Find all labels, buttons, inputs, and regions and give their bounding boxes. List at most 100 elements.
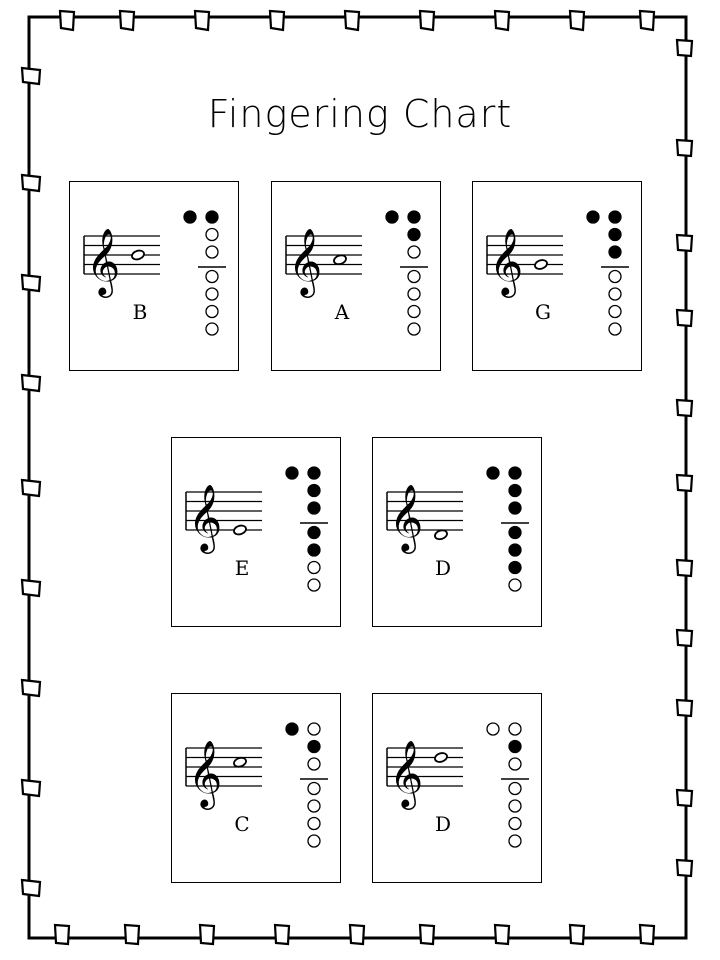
finger-hole (407, 322, 421, 336)
border-mark (20, 478, 42, 498)
finger-hole (508, 781, 522, 796)
border-mark (493, 9, 511, 32)
border-mark (273, 923, 291, 946)
fingering-holes (486, 466, 522, 592)
finger-hole (407, 304, 421, 319)
fingering-card-high-c: 𝄞 C (171, 693, 341, 883)
finger-hole (407, 269, 421, 284)
finger-hole (307, 722, 321, 736)
finger-hole (307, 466, 321, 480)
border-mark (675, 858, 694, 878)
fingering-holes (285, 722, 321, 848)
finger-hole (307, 525, 321, 540)
finger-hole (508, 483, 522, 498)
finger-hole (307, 578, 321, 592)
fingering-card-high-d: 𝄞 D (372, 693, 542, 883)
treble-clef-icon: 𝄞 (489, 227, 523, 298)
border-mark (53, 923, 71, 946)
finger-hole (205, 245, 219, 259)
finger-hole (205, 269, 219, 284)
finger-hole (205, 287, 219, 301)
border-mark (198, 923, 216, 946)
thumb-hole (486, 466, 500, 480)
finger-hole (307, 560, 321, 575)
finger-hole (608, 210, 622, 224)
finger-hole (508, 501, 522, 515)
finger-hole (407, 287, 421, 301)
border-mark (418, 9, 436, 32)
border-mark (20, 373, 42, 393)
staff (84, 235, 160, 275)
finger-hole (508, 543, 522, 557)
finger-hole (307, 781, 321, 796)
border-mark (58, 9, 76, 32)
finger-hole (508, 466, 522, 480)
whole-note (233, 756, 247, 768)
border-mark (675, 698, 694, 718)
border-mark (675, 38, 694, 58)
fingering-diagram: 𝄞 (185, 466, 328, 592)
finger-hole (508, 525, 522, 540)
fingering-card-a: 𝄞 A (271, 181, 441, 371)
border-mark (675, 138, 694, 158)
finger-hole (307, 799, 321, 813)
border-mark (123, 923, 141, 946)
whole-note (434, 752, 448, 763)
border-mark (675, 308, 694, 328)
fingering-holes (385, 210, 421, 336)
finger-hole (608, 227, 622, 242)
border-mark (418, 923, 436, 946)
border-mark (638, 9, 656, 32)
staff (387, 747, 463, 787)
finger-hole (407, 227, 421, 242)
thumb-hole (285, 466, 299, 480)
finger-hole (205, 227, 219, 242)
finger-hole (307, 757, 321, 771)
staff (186, 491, 262, 531)
thumb-hole (385, 210, 399, 224)
border-mark (193, 9, 211, 32)
thumb-hole (486, 722, 500, 736)
fingering-diagram: 𝄞 (486, 210, 629, 336)
finger-hole (407, 210, 421, 224)
border-mark (568, 9, 586, 32)
page-title: Fingering Chart (207, 92, 513, 136)
treble-clef-icon: 𝄞 (188, 739, 222, 810)
note-label: D (434, 556, 452, 580)
fingering-holes (486, 722, 522, 848)
thumb-hole (586, 210, 600, 224)
border-mark (20, 778, 42, 798)
staff (387, 491, 463, 531)
fingering-card-g: 𝄞 G (472, 181, 642, 371)
finger-hole (307, 739, 321, 754)
fingering-diagram: 𝄞 (386, 466, 529, 592)
finger-hole (608, 322, 622, 336)
fingering-diagram: 𝄞 (83, 210, 226, 336)
finger-hole (307, 834, 321, 848)
fingering-holes (586, 210, 622, 336)
finger-hole (307, 483, 321, 498)
note-label: G (535, 300, 551, 324)
border-mark (675, 473, 694, 493)
treble-clef-icon: 𝄞 (389, 739, 423, 810)
fingering-holes (285, 466, 321, 592)
fingering-card-e: 𝄞 E (171, 437, 341, 627)
border-mark (348, 923, 366, 946)
fingering-diagram: 𝄞 (185, 722, 328, 848)
finger-hole (508, 578, 522, 592)
fingering-card-b: 𝄞 B (69, 181, 239, 371)
whole-note (333, 254, 347, 266)
finger-hole (508, 560, 522, 575)
finger-hole (608, 245, 622, 259)
finger-hole (608, 304, 622, 319)
border-mark (343, 9, 361, 32)
whole-note (131, 249, 145, 261)
whole-note (434, 529, 448, 541)
finger-hole (608, 287, 622, 301)
finger-hole (508, 739, 522, 754)
border-mark (20, 678, 42, 698)
border-mark (675, 628, 694, 648)
treble-clef-icon: 𝄞 (86, 227, 120, 298)
treble-clef-icon: 𝄞 (288, 227, 322, 298)
finger-hole (508, 834, 522, 848)
